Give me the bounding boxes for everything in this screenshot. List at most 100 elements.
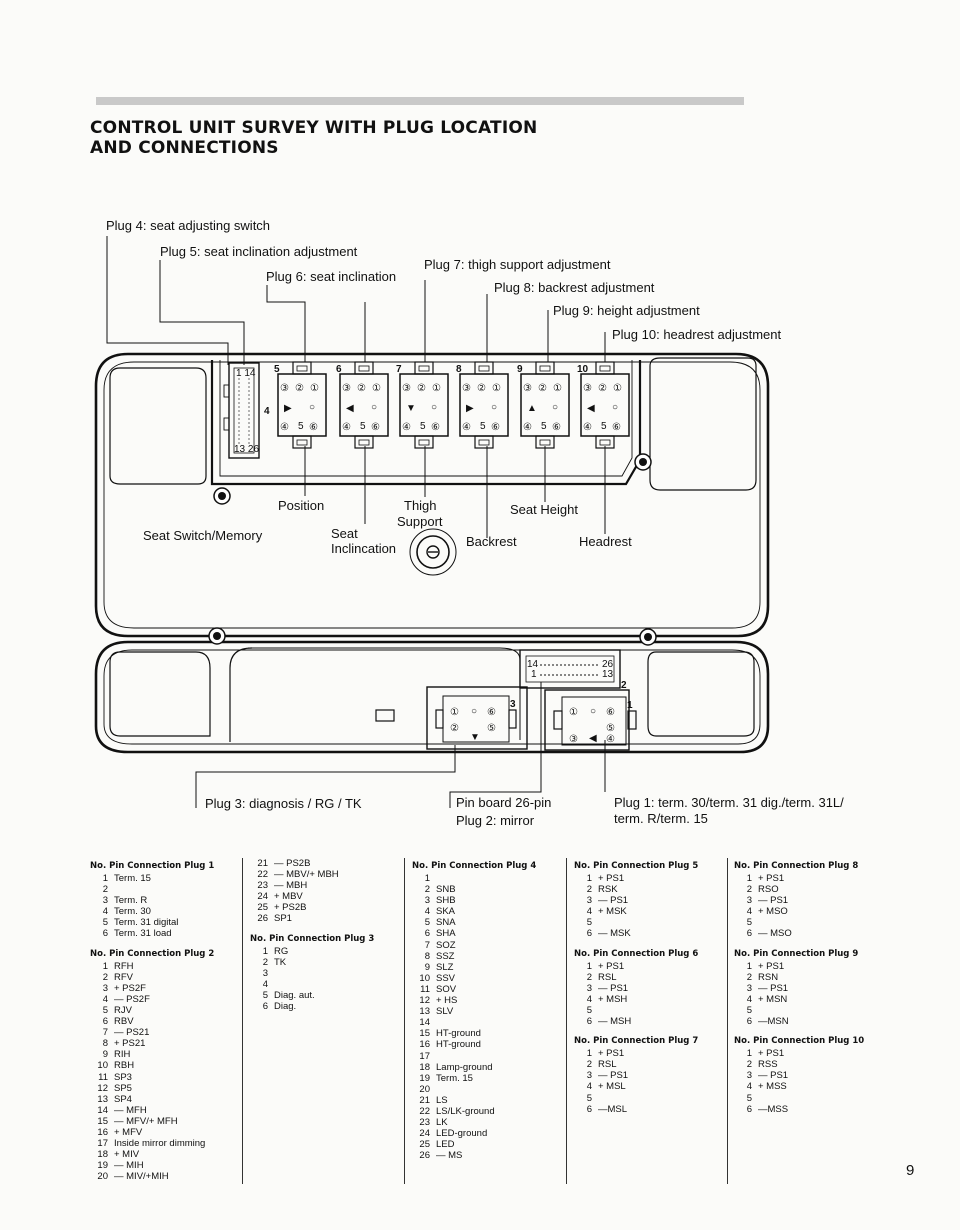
pin-connection: — MSH <box>598 1016 632 1028</box>
pin-connection: + MIV <box>114 1149 140 1161</box>
pin-number: 6 <box>746 928 752 940</box>
pin-3: ③ <box>462 383 471 394</box>
table-row: 3— PS1 <box>574 1070 724 1081</box>
pin-number: 23 <box>257 880 268 892</box>
connector-latch-slot <box>358 365 370 372</box>
connector-number: 8 <box>456 364 462 375</box>
pin-number: 2 <box>586 1059 592 1071</box>
pin-number: 17 <box>419 1050 430 1062</box>
table-row: 3 — PS1 <box>574 983 724 994</box>
pin-number: 4 <box>586 906 592 918</box>
callout-plug-8: Plug 8: backrest adjustment <box>494 280 655 295</box>
pin-connection: + MSN <box>758 993 788 1005</box>
pin-3: ③ <box>583 383 592 394</box>
pin-number: 6 <box>586 1103 592 1115</box>
pin-connection: SKA <box>436 906 456 918</box>
connector-latch-slot <box>296 439 308 446</box>
page-number: 9 <box>906 1162 915 1179</box>
pin-connection: —MSL <box>598 1103 628 1115</box>
table-row: 7— PS21 <box>90 1027 240 1038</box>
pin-number: 5 <box>746 1004 752 1016</box>
table-row: 6— MSO <box>734 928 890 939</box>
pin-number: 1 <box>102 873 108 884</box>
callout-plug-5: Plug 5: seat inclination adjustment <box>160 244 358 259</box>
pin-number: 21 <box>419 1094 430 1106</box>
pin-number: 4 <box>102 906 108 918</box>
pinboard-pin-13: 13 <box>602 669 614 680</box>
pin-connection: RSN <box>758 971 779 983</box>
pin-connection: — PS1 <box>598 982 629 994</box>
pin-number: 1 <box>586 960 592 972</box>
pin-number: 3 <box>586 982 592 994</box>
pin-1: ① <box>613 383 622 394</box>
pin-connection: LS/LK-ground <box>436 1105 495 1117</box>
pin-number: 20 <box>419 1083 430 1095</box>
pin-number: 3 <box>262 967 268 979</box>
pin-number: 8 <box>424 950 430 962</box>
pin-connection: RIH <box>114 1049 131 1061</box>
table-row: 6—MSS <box>734 1104 890 1115</box>
pin-connection: + PS1 <box>758 1048 785 1060</box>
page-title-line-1: CONTROL UNIT SURVEY WITH PLUG LOCATION <box>90 118 538 138</box>
pin-connection: SNA <box>436 917 456 929</box>
pin-connection: + MSK <box>598 906 627 918</box>
plug-3-pin-2: ② <box>450 723 459 734</box>
pin-empty: ○ <box>371 402 377 413</box>
table-row: 24+ MBV <box>250 891 400 902</box>
pin-connection: SOV <box>436 983 457 995</box>
pin-connection: —MSS <box>758 1103 789 1115</box>
pin-connection: HT-ground <box>436 1039 481 1051</box>
callout-plug-3: Plug 3: diagnosis / RG / TK <box>205 796 362 811</box>
pin-connection: + PS1 <box>598 873 625 884</box>
pin-number: 22 <box>257 869 268 881</box>
table-row: 4+ MSS <box>734 1081 890 1092</box>
table-row: 18+ MIV <box>90 1149 240 1160</box>
plug-4-number: 4 <box>264 406 270 417</box>
pin-connection: — PS2B <box>274 858 311 869</box>
pin-connection: — PS1 <box>758 982 789 994</box>
connector-number: 10 <box>577 364 589 375</box>
table-row: 25+ PS2B <box>250 902 400 913</box>
pin-connection: SLZ <box>436 961 454 973</box>
pin-empty: ○ <box>491 402 497 413</box>
pinboard-pin-26: 26 <box>602 659 614 670</box>
pinboard-pin-14: 14 <box>527 659 539 670</box>
pin-number: 23 <box>419 1117 430 1129</box>
pin-number: 9 <box>424 961 430 973</box>
pin-3: ③ <box>402 383 411 394</box>
plug-3-pin-5: ⑤ <box>487 723 496 734</box>
pin-number: 14 <box>97 1104 108 1116</box>
label-seat-inclination-1: Seat <box>331 526 358 541</box>
pin-connection: + MBV <box>274 891 303 903</box>
table-header-plug-9: No. Pin Connection Plug 9 <box>734 948 859 959</box>
pin-connection: + PS2B <box>274 902 307 914</box>
connector-latch-bottom <box>292 435 312 449</box>
table-row: 4+ MSO <box>734 906 890 917</box>
pin-number: 4 <box>424 906 430 918</box>
pin-connection: RSS <box>758 1059 778 1071</box>
connector-number: 7 <box>396 364 402 375</box>
pin-number: 10 <box>419 972 430 984</box>
plug-1-pin-4: ④ <box>606 734 615 745</box>
pin-connection: SSZ <box>436 950 455 962</box>
table-header-plug-4: No. Pin Connection Plug 4 <box>412 861 537 871</box>
label-thigh-support-2: Support <box>397 514 443 529</box>
table-row: 3 <box>250 968 400 979</box>
